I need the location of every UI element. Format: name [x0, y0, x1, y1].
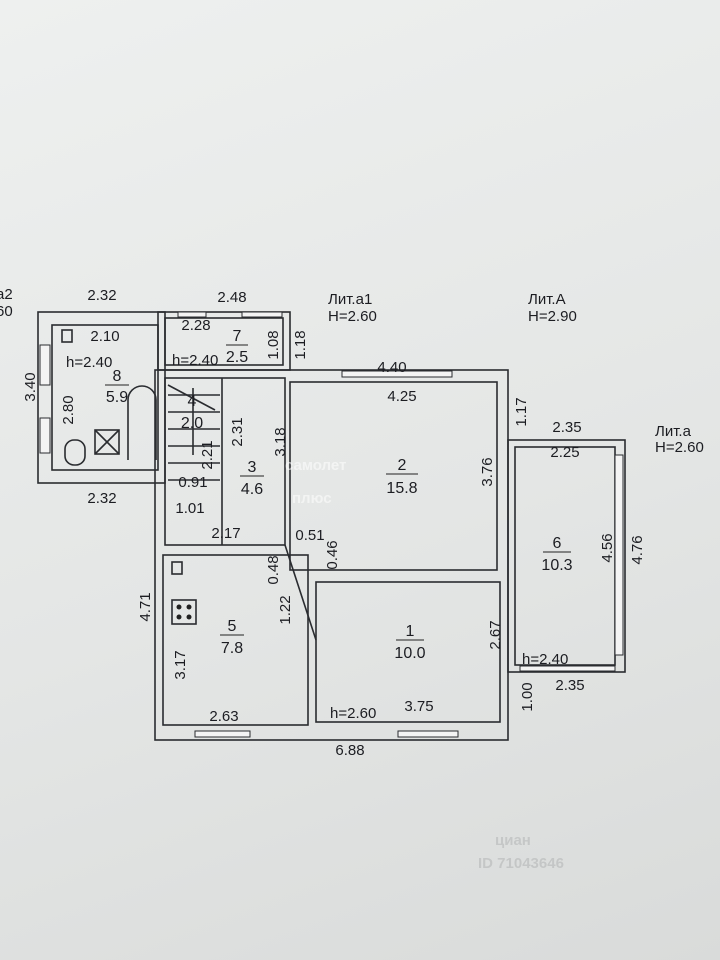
lit-height: H=2.60 [328, 308, 377, 325]
shower-icon [127, 385, 157, 460]
lit-label: a2 [0, 286, 13, 303]
dimension: 4.56 [599, 533, 616, 562]
ceiling-height: h=2.60 [330, 705, 376, 722]
room-area: 10.3 [541, 557, 572, 574]
dimension: 2.48 [217, 289, 246, 306]
dimension: 4.25 [387, 388, 416, 405]
ceiling-height: h=2.40 [522, 651, 568, 668]
dimension: 2.21 [199, 440, 216, 469]
room-number: 6 [553, 535, 562, 552]
ceiling-height: h=2.40 [66, 354, 112, 371]
dimension: 2.32 [87, 287, 116, 304]
dimension: 0.48 [265, 555, 282, 584]
stove-icon [171, 599, 197, 625]
cian-watermark: циан [495, 832, 531, 849]
dimension: 1.00 [519, 682, 536, 711]
dimension: 2.28 [181, 317, 210, 334]
room-area: 15.8 [386, 480, 417, 497]
windows [39, 311, 624, 738]
dimension: 2.10 [90, 328, 119, 345]
ceiling-height: h=2.40 [172, 352, 218, 369]
dimension: 3.18 [272, 427, 289, 456]
dimension: 6.88 [335, 742, 364, 759]
dimension: 1.17 [513, 397, 530, 426]
dimension: 4.71 [137, 592, 154, 621]
boiler-icon [94, 429, 120, 455]
dimension: 3.40 [22, 372, 39, 401]
room-7-inner-wall [164, 317, 284, 366]
dimension: 3.75 [404, 698, 433, 715]
dimension: 2.35 [555, 677, 584, 694]
room-number: 8 [113, 368, 122, 385]
samolet-watermark: самолет [285, 457, 346, 474]
room-number: 4 [188, 393, 197, 410]
dimension: 1.18 [292, 330, 309, 359]
dimension: 2.67 [487, 620, 504, 649]
room-number: 1 [406, 623, 415, 640]
dimension: 1.01 [175, 500, 204, 517]
dimension: 0.51 [295, 527, 324, 544]
sink-icon [61, 329, 73, 343]
stair-hall-wall [164, 377, 286, 546]
lit-label: Лит.А [528, 291, 566, 308]
lit-height: H=2.90 [528, 308, 577, 325]
dimension: 2.35 [552, 419, 581, 436]
room-area: 5.9 [106, 389, 128, 406]
room-number: 7 [233, 328, 242, 345]
dimension: 1.22 [277, 595, 294, 624]
room-2-wall [289, 381, 498, 571]
dimension: 3.17 [172, 650, 189, 679]
lit-height: H=2.60 [655, 439, 704, 456]
dimension-labels: 2.32 2.48 2.10 2.28 1.08 1.18 3.40 2.80 … [22, 287, 646, 759]
veranda-outer-wall [507, 439, 626, 673]
samolet-watermark-sub: плюс [292, 490, 332, 507]
room-number: 2 [398, 457, 407, 474]
room-8-inner-wall [51, 324, 159, 471]
dimension: 2.80 [60, 395, 77, 424]
room-area: 2.5 [226, 349, 248, 366]
dimension: 2.32 [87, 490, 116, 507]
lit-label: Лит.a1 [328, 291, 372, 308]
dimension: 3.76 [479, 457, 496, 486]
room-area: 2.0 [181, 415, 203, 432]
room-area: 7.8 [221, 640, 243, 657]
lit-label: Лит.a [655, 423, 692, 440]
corridor-diagonal [284, 544, 317, 641]
room-area: 10.0 [394, 645, 425, 662]
fixtures [61, 329, 197, 625]
room-number: 5 [228, 618, 237, 635]
cian-id-watermark: ID 71043646 [478, 855, 564, 872]
dimension: 0.46 [324, 540, 341, 569]
sink-icon [171, 561, 183, 575]
lit-height: 60 [0, 303, 13, 320]
room-5-wall [162, 554, 309, 726]
toilet-icon [64, 439, 86, 466]
room-labels: 8 5.9 7 2.5 4 2.0 3 4.6 2 15.8 6 10.3 5 7.8 1 10… [105, 328, 573, 662]
room-area: 4.6 [241, 481, 263, 498]
dimension: 4.76 [629, 535, 646, 564]
dimension: 2.31 [229, 417, 246, 446]
dimension: 0.91 [178, 474, 207, 491]
dimension: 2.63 [209, 708, 238, 725]
dimension: 1.08 [265, 330, 282, 359]
stairs [167, 384, 220, 481]
room-1-wall [315, 581, 501, 723]
room-number: 3 [248, 459, 257, 476]
dimension: 2.25 [550, 444, 579, 461]
walls [37, 311, 626, 741]
dimension: 4.40 [377, 359, 406, 376]
dimension: 2.17 [211, 525, 240, 542]
